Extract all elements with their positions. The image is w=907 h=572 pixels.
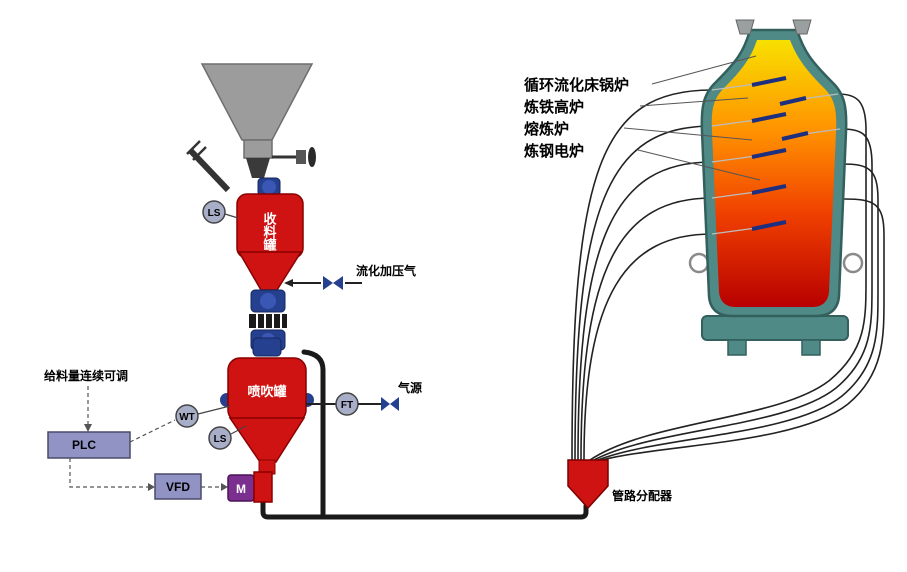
injection-nozzles <box>711 76 841 235</box>
conveying-pipe-path <box>597 163 879 461</box>
nozzle-icon <box>751 220 787 231</box>
distributor-body <box>567 459 609 510</box>
level-switch-bottom-instrument <box>208 426 232 450</box>
instrument-connector <box>197 405 231 415</box>
control-system: 给料量连续可调 PLC VFD M <box>44 368 273 503</box>
hopper-outlet-cone <box>246 158 270 178</box>
furnace-flame-interior <box>711 40 837 307</box>
vfd-box <box>154 473 202 500</box>
handwheel-icon <box>308 147 316 167</box>
furnace-foot-right <box>801 339 821 356</box>
distributor-label: 管路分配器 <box>612 488 673 503</box>
injection-tank-label: 喷吹罐 <box>247 384 286 399</box>
gas-valve-icon <box>381 397 390 411</box>
nozzle-icon <box>751 76 787 87</box>
conveying-pipe-path <box>589 93 867 461</box>
receiving-tank-label: 收料罐 <box>262 211 278 252</box>
nozzle-icon <box>781 131 809 141</box>
handwheel-valve-body <box>296 150 306 164</box>
furnace-foot-left <box>727 339 747 356</box>
application-item: 循环流化床锅炉 <box>524 76 629 94</box>
furnace-top-lip-right <box>792 19 812 35</box>
nozzle-guide <box>801 93 839 100</box>
expansion-joint <box>249 314 287 328</box>
pressure-balance-pipe <box>301 349 326 518</box>
conveying-pipe-path <box>601 198 885 461</box>
fluidization-gas-label: 流化加压气 <box>356 263 416 278</box>
application-item: 炼铁高炉 <box>524 98 584 116</box>
gas-source-label: 气源 <box>397 380 422 395</box>
feed-hopper <box>200 63 314 141</box>
application-item: 炼钢电炉 <box>524 142 584 160</box>
conveying-pipe-path <box>577 161 713 461</box>
plc-label: PLC <box>72 438 96 452</box>
arrow-down-icon <box>84 424 92 432</box>
receiving-tank-group: 收料罐 LS 流化加压气 <box>202 177 416 291</box>
nozzle-guide <box>711 191 757 199</box>
pipe-fan <box>571 89 885 461</box>
nozzle-guide <box>803 128 841 135</box>
furnace-group <box>688 19 864 356</box>
arrow-right-icon <box>221 483 228 491</box>
hopper-neck <box>243 139 273 159</box>
motor-label: M <box>236 482 246 496</box>
vfd-label: VFD <box>166 480 190 494</box>
flange-mark <box>186 140 201 155</box>
weight-transmitter-instrument <box>175 404 199 428</box>
gas-valve-icon <box>390 397 399 411</box>
flow-transmitter-tag: FT <box>341 400 353 411</box>
level-switch-top-instrument <box>202 200 226 224</box>
instrument-connector <box>230 425 247 435</box>
conveying-pipe-path <box>593 128 873 461</box>
injection-tank-group: 喷吹罐 WT LS FT 气源 <box>175 337 422 475</box>
nozzle-icon <box>751 148 787 159</box>
plc-box <box>47 431 131 459</box>
flow-arrow <box>284 279 293 287</box>
conveying-pipe-path <box>571 89 713 461</box>
applications-list: 循环流化床锅炉 炼铁高炉 熔炼炉 炼钢电炉 <box>524 55 761 181</box>
nozzle-guide <box>711 119 757 127</box>
control-dashed-line <box>129 419 176 443</box>
distributor-group: 管路分配器 <box>567 459 673 510</box>
control-dashed-line <box>69 458 149 488</box>
rotary-valve-rotor <box>260 293 276 309</box>
weight-transmitter-tag: WT <box>179 412 195 423</box>
gas-valve-icon <box>333 276 343 290</box>
rotary-feeder-body <box>253 471 273 503</box>
tank-top-valve <box>252 337 282 357</box>
nozzle-icon <box>751 184 787 195</box>
conveying-pipe-path <box>574 125 713 461</box>
leader-line <box>623 127 753 141</box>
instrument-connector <box>224 213 239 219</box>
discharge-pipe <box>260 497 589 520</box>
inlet-valve-ball <box>262 180 276 194</box>
nozzle-guide <box>711 155 757 163</box>
nozzle-icon <box>779 96 807 106</box>
level-switch-bottom-tag: LS <box>214 434 227 445</box>
feed-system <box>186 63 316 193</box>
furnace-base <box>701 315 849 341</box>
leader-line <box>639 97 749 107</box>
nozzle-guide <box>711 227 757 235</box>
leader-line <box>637 149 761 181</box>
leader-line <box>651 55 757 85</box>
conveying-pipe-path <box>583 233 713 461</box>
pipe-loop-left <box>688 252 710 274</box>
feed-adjustable-label: 给料量连续可调 <box>44 368 128 383</box>
gas-valve-icon <box>323 276 333 290</box>
nozzle-guide <box>711 83 757 91</box>
arrow-right-icon <box>148 483 155 491</box>
level-switch-top-tag: LS <box>208 208 221 219</box>
conveying-pipe-path <box>580 197 713 461</box>
nozzle-icon <box>751 112 787 123</box>
furnace-top-lip-left <box>735 19 755 35</box>
pipe-loop-right <box>842 252 864 274</box>
conveying-pipe <box>260 349 589 520</box>
injection-tank-cone <box>228 417 306 463</box>
application-item: 熔炼炉 <box>524 120 569 138</box>
flange-mark <box>192 146 207 161</box>
